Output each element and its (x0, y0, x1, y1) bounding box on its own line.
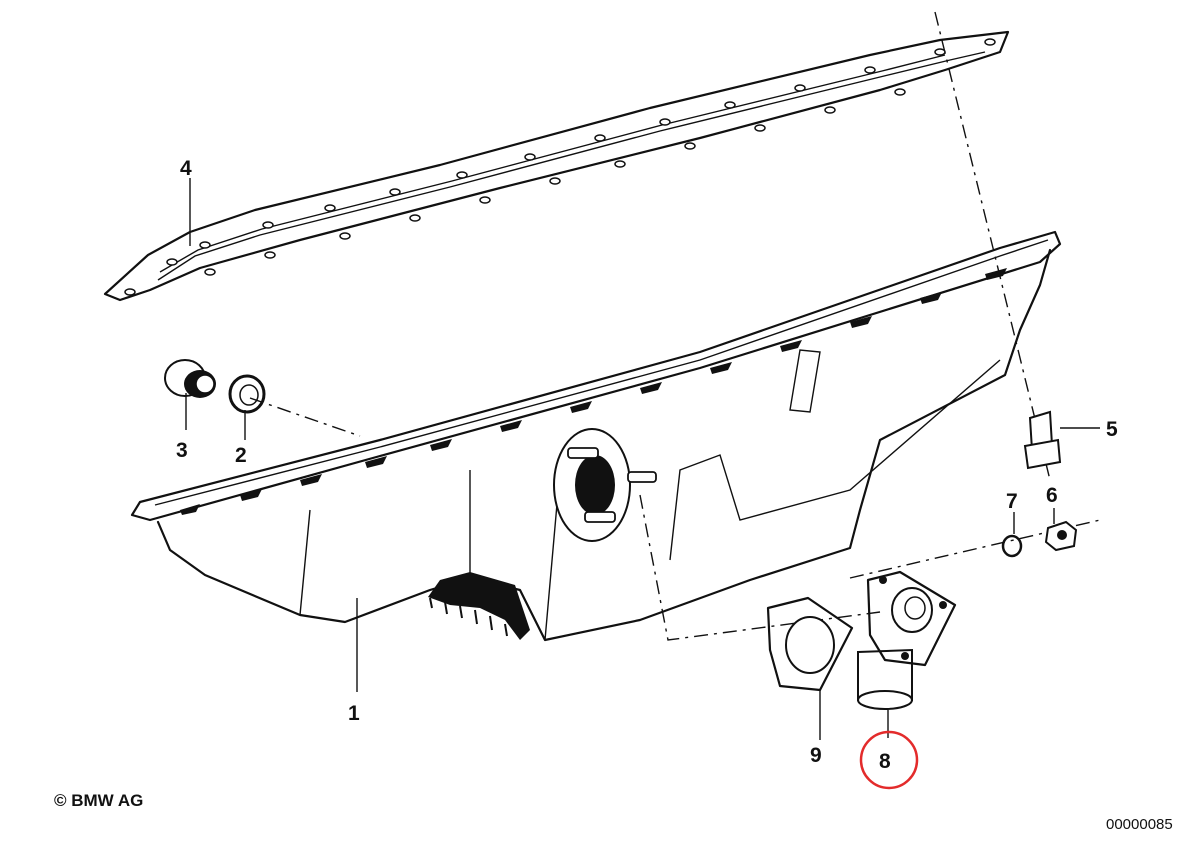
callout-6: 6 (1046, 484, 1058, 507)
part-9-gasket[interactable] (766, 596, 854, 692)
highlight-circle-part-8[interactable] (859, 730, 919, 790)
part-7-washer[interactable] (1001, 534, 1023, 558)
part-6-nut[interactable] (1044, 520, 1078, 552)
part-1-oil-pan[interactable] (130, 230, 1062, 642)
callout-2: 2 (235, 444, 247, 467)
callout-8: 8 (879, 750, 891, 773)
callout-4: 4 (180, 157, 192, 180)
callout-9: 9 (810, 744, 822, 767)
part-4-gasket[interactable] (103, 30, 1010, 302)
part-5-bolt[interactable] (1023, 410, 1062, 470)
part-8-oil-pickup[interactable] (857, 570, 957, 710)
callout-labels: 4 3 2 1 5 7 6 9 8 (176, 157, 1118, 773)
callout-3: 3 (176, 439, 188, 462)
callout-7: 7 (1006, 490, 1018, 513)
center-lines (249, 11, 1101, 641)
part-3-drain-plug[interactable] (164, 359, 216, 398)
document-number: 00000085 (1106, 816, 1173, 833)
callout-5: 5 (1106, 418, 1118, 441)
callout-1: 1 (348, 702, 360, 725)
copyright-text: © BMW AG (54, 791, 144, 810)
part-2-sealing-ring[interactable] (228, 374, 266, 414)
leader-lines (185, 178, 1100, 740)
